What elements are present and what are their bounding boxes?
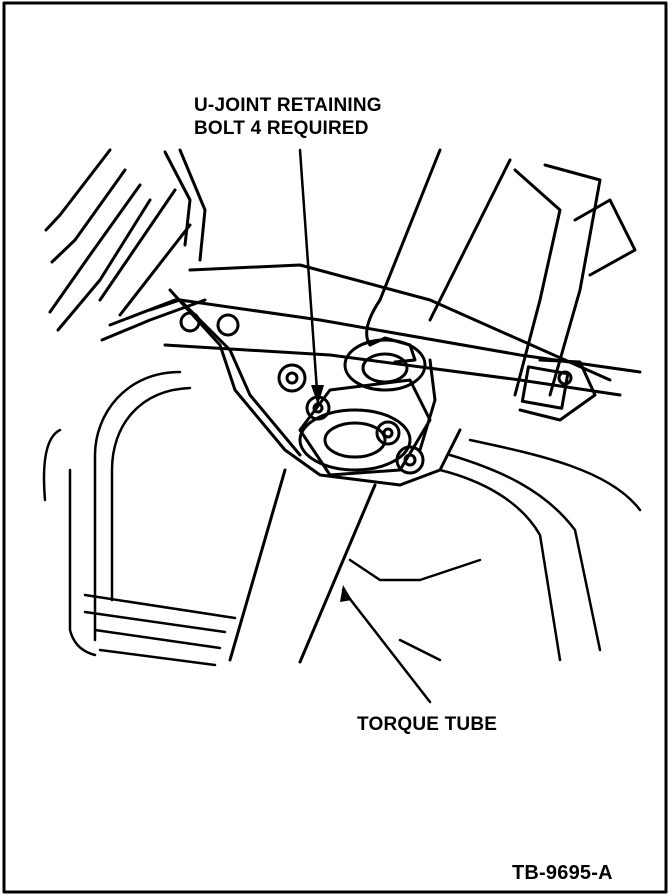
driveshaft (365, 148, 512, 347)
bolt-1 (277, 363, 307, 393)
torque-tube-leader (341, 588, 432, 704)
bolt-4 (395, 445, 425, 475)
figure-id: TB-9695-A (512, 862, 613, 885)
leader-lines (298, 148, 432, 704)
mounting-bracket (168, 288, 462, 487)
left-frame-structure (44, 148, 207, 342)
ujoint-bolt-leader (298, 148, 320, 407)
ujoint-bolt-callout-line2: BOLT 4 REQUIRED (194, 118, 369, 139)
torque-tube (228, 468, 377, 664)
bolt-3 (375, 420, 401, 446)
torque-tube-arrowhead (340, 585, 352, 602)
ujoint-bolt-callout-line1: U-JOINT RETAINING (194, 95, 382, 116)
floor-pan-contours (42, 370, 642, 667)
ujoint-bolt-callout: U-JOINT RETAINING BOLT 4 REQUIRED (194, 94, 382, 140)
ujoint-bolt-arrowhead (311, 385, 324, 405)
torque-tube-callout: TORQUE TUBE (357, 713, 498, 736)
upper-link-arm (513, 163, 637, 397)
ujoint-coupling (298, 336, 437, 477)
